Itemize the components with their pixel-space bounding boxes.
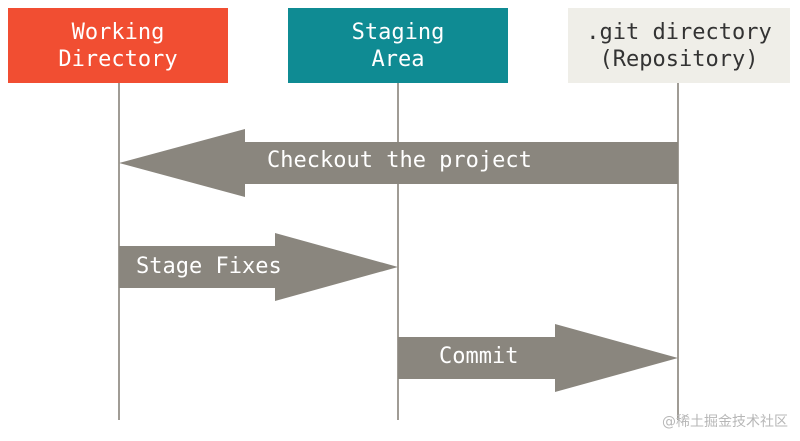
stage-fixes-label: Stage Fixes bbox=[136, 254, 282, 279]
working-directory-box: Working Directory bbox=[8, 8, 228, 83]
commit-arrow bbox=[398, 324, 678, 392]
stage-fixes-arrow bbox=[119, 233, 398, 301]
checkout-label: Checkout the project bbox=[267, 148, 532, 173]
commit-label: Commit bbox=[439, 344, 519, 369]
git-directory-box: .git directory (Repository) bbox=[568, 8, 790, 83]
checkout-arrow bbox=[119, 129, 678, 197]
staging-area-box: Staging Area bbox=[288, 8, 508, 83]
watermark: @稀土掘金技术社区 bbox=[662, 414, 788, 430]
